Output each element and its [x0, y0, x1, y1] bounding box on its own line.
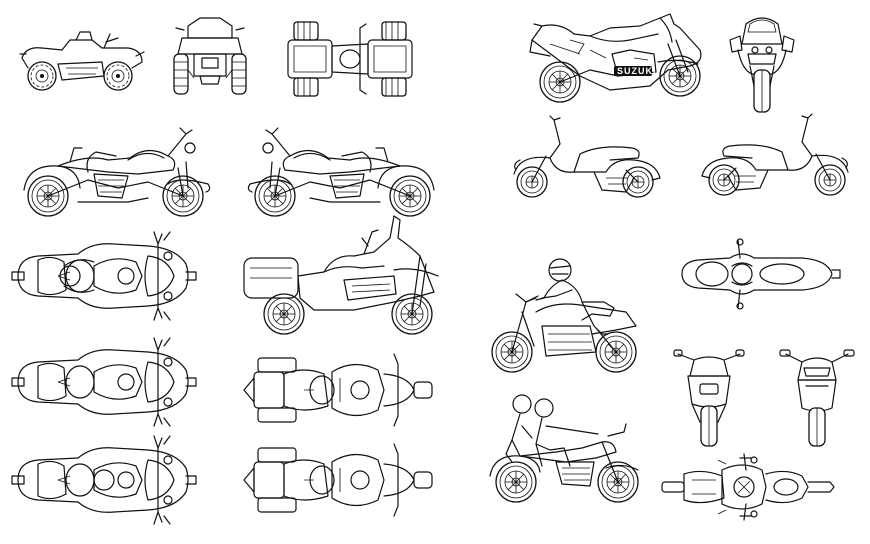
- motorcycle-top-view-icon: [11, 231, 197, 321]
- scooter-rear-view-icon: [674, 350, 744, 446]
- touring-bike-top-view-icon: [243, 353, 433, 427]
- cruiser-side-view-icon: [24, 128, 210, 216]
- atv-front-view-icon: [174, 18, 246, 94]
- sportbike-front-view-icon: [730, 18, 794, 112]
- scooter-side-view-icon: [702, 114, 848, 195]
- touring-bike-top-view-icon: [243, 443, 433, 517]
- brand-label: SUZUKI: [617, 66, 657, 76]
- atv-side-view-icon: [20, 32, 144, 91]
- sportbike-side-view-icon: SUZUKI: [530, 14, 701, 103]
- scooter-side-view-icon: [514, 116, 660, 197]
- motorcycle-top-view-icon: [11, 337, 197, 427]
- motorcycle-top-view-icon: [11, 435, 197, 525]
- motorcycle-with-rider-icon: [491, 259, 637, 373]
- cruiser-top-view-icon: [662, 454, 834, 520]
- scooter-front-view-icon: [780, 350, 854, 446]
- touring-bike-side-view-icon: [244, 216, 438, 335]
- atv-top-view-icon: [288, 22, 412, 96]
- cruiser-side-view-icon: [248, 128, 434, 216]
- cruiser-with-two-riders-icon: [490, 395, 639, 503]
- scooter-top-view-icon: [682, 239, 840, 309]
